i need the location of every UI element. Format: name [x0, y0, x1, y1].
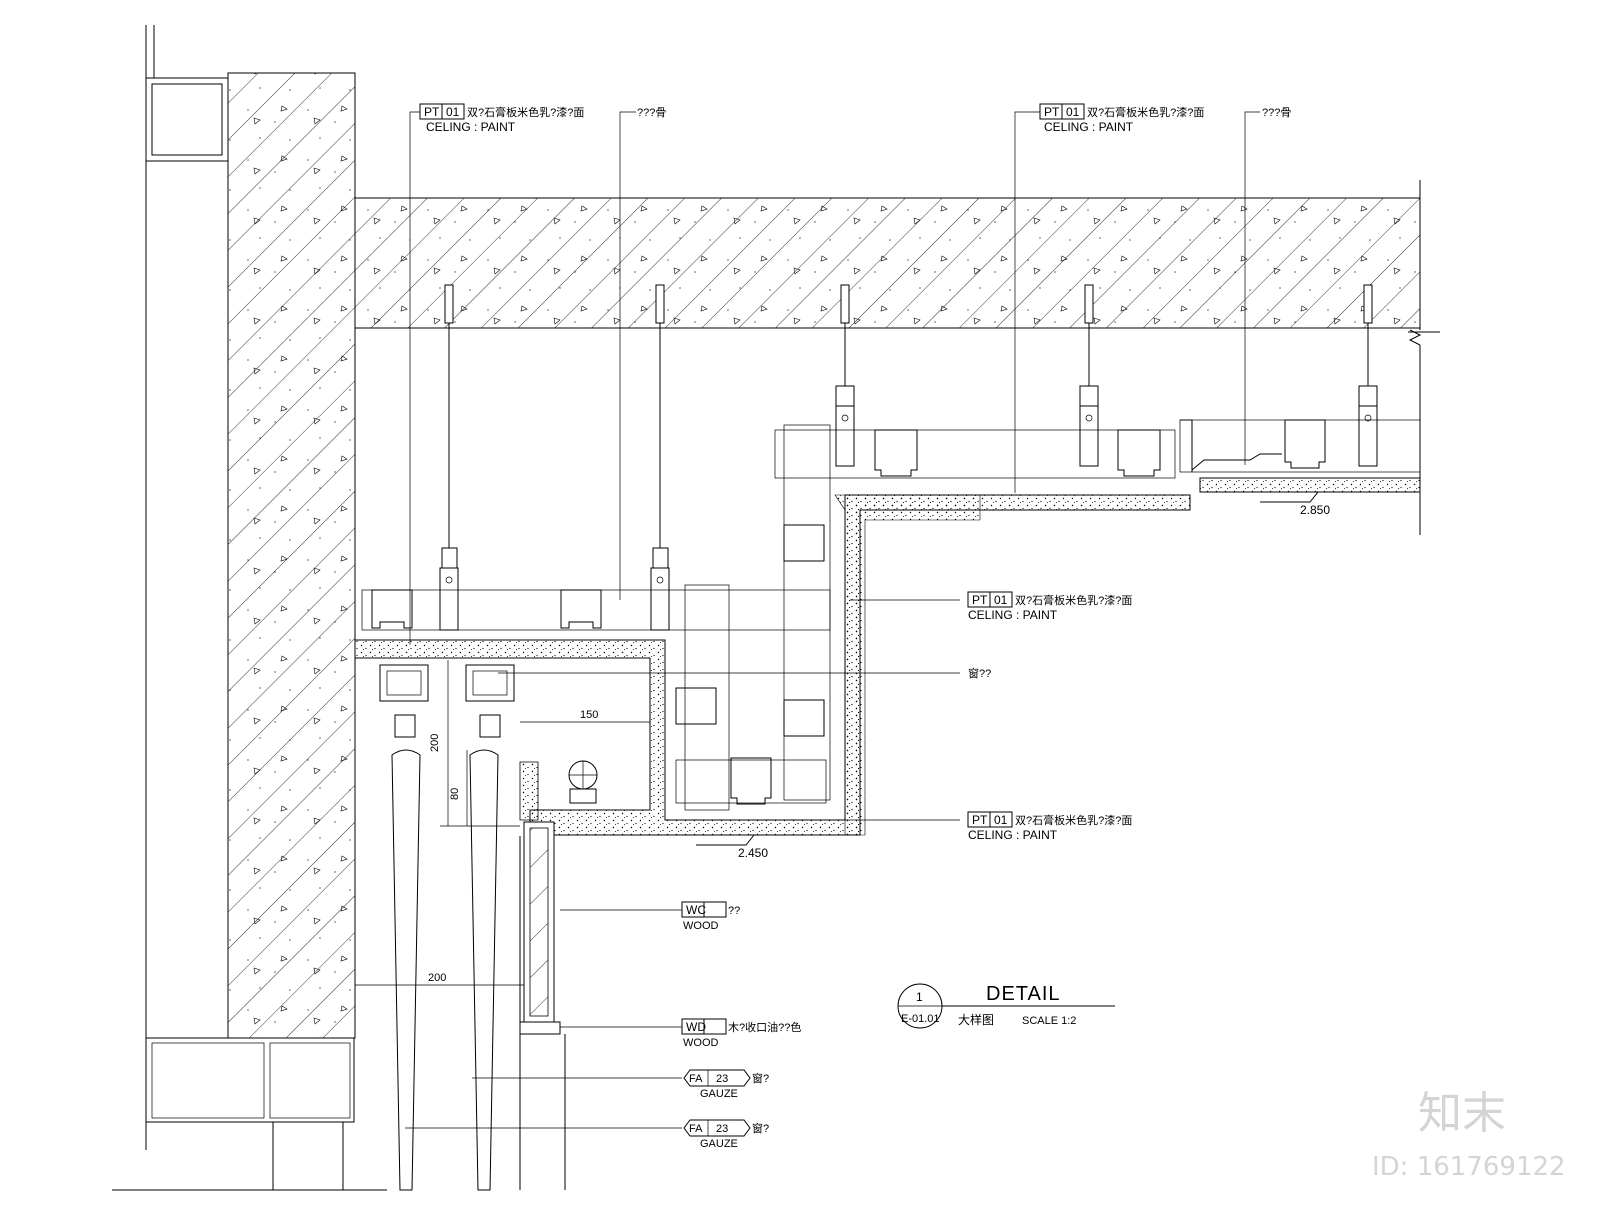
callout-fa-gauze-1: FA 23 窗? GAUZE — [683, 1069, 769, 1100]
leader-lines — [405, 111, 1260, 1129]
material-en: WOOD — [683, 1037, 718, 1049]
material-en: CELING : PAINT — [968, 608, 1058, 622]
wd-code: WD — [686, 1020, 706, 1034]
left-wall — [112, 25, 387, 1191]
keel-label-left: ???骨 — [637, 106, 666, 119]
fa-code: FA — [689, 1073, 703, 1085]
detail-title: DETAIL — [986, 983, 1061, 1005]
lower-framing — [361, 419, 1421, 811]
level-markers — [696, 491, 1319, 846]
wc-code: WC — [686, 903, 706, 917]
detail-scale: SCALE 1:2 — [1022, 1015, 1076, 1027]
callout-pt01-low: PT 01 双?石膏板米色乳?漆?面 CELING : PAINT — [967, 811, 1132, 842]
dimension-80: 80 — [449, 788, 461, 800]
material-desc: 双?石膏板米色乳?漆?面 — [467, 105, 584, 119]
pt-code: PT — [972, 813, 988, 827]
pt-number: 01 — [994, 813, 1008, 827]
dimension-200-horizontal: 200 — [428, 972, 446, 984]
callout-wd-wood: WD 木?收口油??色 WOOD — [681, 1018, 801, 1049]
fa-number: 23 — [716, 1123, 728, 1135]
dimension-200-vertical: 200 — [429, 734, 441, 752]
level-upper: 2.850 — [1300, 503, 1330, 517]
material-en: GAUZE — [700, 1088, 738, 1100]
pt-number: 01 — [1066, 105, 1080, 119]
material-desc: 双?石膏板米色乳?漆?面 — [1087, 105, 1204, 119]
pt-number: 01 — [994, 593, 1008, 607]
keel-label-right: ???骨 — [1262, 106, 1291, 119]
callout-pt01-mid: PT 01 双?石膏板米色乳?漆?面 CELING : PAINT — [967, 591, 1132, 622]
wood-trim — [519, 821, 561, 1035]
callout-pt01-top-right: PT 01 双?石膏板米色乳?漆?面 CELING : PAINT — [1039, 103, 1204, 134]
detail-number: 1 — [916, 990, 923, 1004]
pt-code: PT — [424, 105, 440, 119]
material-desc: 木?收口油??色 — [728, 1020, 801, 1034]
pt-code: PT — [1044, 105, 1060, 119]
callout-fa-gauze-2: FA 23 窗? GAUZE — [683, 1119, 769, 1150]
material-en: WOOD — [683, 920, 718, 932]
title-block: 1 E-01.01 DETAIL 大样图 SCALE 1:2 — [897, 983, 1115, 1029]
material-desc: 双?石膏板米色乳?漆?面 — [1015, 813, 1132, 827]
gypsum-boards — [354, 477, 1421, 836]
material-en: CELING : PAINT — [968, 828, 1058, 842]
callout-wc-wood: WC ?? WOOD — [681, 901, 740, 932]
curtain-track-label: 窗?? — [968, 666, 991, 680]
material-desc: 窗? — [752, 1121, 769, 1135]
pt-code: PT — [972, 593, 988, 607]
level-lower: 2.450 — [738, 846, 768, 860]
material-en: CELING : PAINT — [426, 120, 516, 134]
material-en: CELING : PAINT — [1044, 120, 1134, 134]
window-frame-bottom — [145, 1037, 355, 1123]
pt-number: 01 — [446, 105, 460, 119]
ceiling-slab — [354, 180, 1440, 535]
fa-code: FA — [689, 1123, 703, 1135]
detail-subtitle: 大样图 — [958, 1012, 994, 1027]
material-desc: ?? — [728, 905, 740, 917]
watermark-id: ID: 161769122 — [1372, 1152, 1566, 1182]
material-desc: 双?石膏板米色乳?漆?面 — [1015, 593, 1132, 607]
dimension-lines — [355, 660, 650, 986]
material-en: GAUZE — [700, 1138, 738, 1150]
callout-pt01-top-left: PT 01 双?石膏板米色乳?漆?面 CELING : PAINT — [419, 103, 584, 134]
watermark-brand: 知末 — [1418, 1088, 1506, 1139]
material-desc: 窗? — [752, 1071, 769, 1085]
hanger-rods — [439, 284, 1378, 631]
fa-number: 23 — [716, 1073, 728, 1085]
dimension-150: 150 — [580, 709, 598, 721]
curtain-assembly — [379, 664, 598, 1191]
sheet-ref: E-01.01 — [901, 1013, 940, 1025]
